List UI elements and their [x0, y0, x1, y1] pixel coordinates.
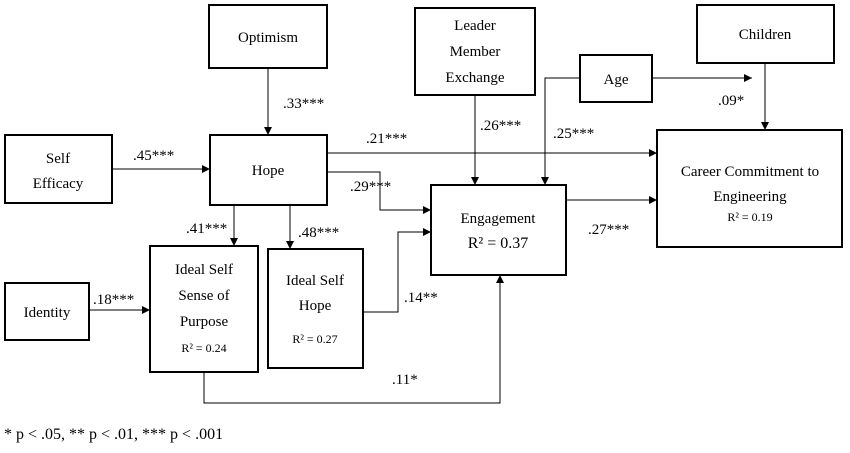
node-hope-label: Hope	[252, 163, 285, 179]
coef-identity-idealpurpose: .18***	[93, 292, 134, 308]
edge-idealhope-engagement	[363, 228, 431, 313]
node-idealpurpose-line-2: Sense of	[178, 288, 229, 304]
node-career-line-2: Engineering	[713, 189, 787, 205]
coef-age-engagement: .25***	[553, 126, 594, 142]
node-idealhope-line-1: Ideal Self	[286, 273, 344, 289]
node-idealpurpose-line-1: Ideal Self	[175, 262, 233, 278]
node-idealhope-line-2: Hope	[299, 298, 332, 314]
node-hope: Hope	[209, 134, 328, 206]
node-selfefficacy-line-1: Self	[46, 151, 70, 167]
coef-engagement-career: .27***	[588, 222, 629, 238]
significance-footnote: * p < .05, ** p < .01, *** p < .001	[4, 426, 224, 443]
node-lmx-line-1: Leader	[454, 18, 496, 34]
node-career-commitment: Career Commitment to Engineering R² = 0.…	[656, 129, 843, 248]
node-idealpurpose-line-3: Purpose	[180, 314, 229, 330]
coef-hope-idealpurpose: .41***	[186, 221, 227, 237]
node-age-label: Age	[604, 72, 629, 88]
node-optimism: Optimism	[208, 4, 328, 69]
coef-hope-career: .21***	[366, 131, 407, 147]
node-selfefficacy-line-2: Efficacy	[33, 176, 84, 192]
edges	[89, 63, 769, 404]
coef-optimism-hope: .33***	[283, 96, 324, 112]
coef-idealhope-engagement: .14**	[404, 290, 438, 306]
node-children: Children	[696, 4, 835, 64]
node-lmx-line-2: Member	[450, 44, 501, 60]
node-self-efficacy: Self Efficacy	[4, 134, 113, 204]
edge-age-engagement	[541, 77, 580, 185]
node-identity-label: Identity	[24, 305, 71, 321]
coef-idealpurpose-engagement: .11*	[392, 372, 418, 388]
node-idealhope-r2: R² = 0.27	[292, 332, 337, 346]
node-children-label: Children	[739, 27, 792, 43]
node-career-r2: R² = 0.19	[727, 210, 772, 224]
node-engagement: Engagement R² = 0.37	[430, 184, 567, 276]
node-age: Age	[579, 54, 653, 103]
node-ideal-self-hope: Ideal Self Hope R² = 0.27	[267, 248, 364, 369]
node-engagement-label: Engagement	[461, 211, 537, 227]
coef-hope-engagement: .29***	[350, 179, 391, 195]
coef-selfefficacy-hope: .45***	[133, 148, 174, 164]
edge-hope-engagement	[327, 171, 431, 214]
node-lmx-line-3: Exchange	[445, 70, 504, 86]
node-ideal-self-purpose: Ideal Self Sense of Purpose R² = 0.24	[149, 245, 259, 373]
node-identity: Identity	[4, 282, 90, 341]
coef-lmx-engagement: .26***	[480, 118, 521, 134]
node-leader-member-exchange: Leader Member Exchange	[414, 7, 536, 96]
node-engagement-r2: R² = 0.37	[468, 235, 529, 252]
edge-idealpurpose-engagement	[203, 275, 504, 404]
node-optimism-label: Optimism	[238, 30, 298, 46]
path-coefficients: .33*** .45*** .21*** .29*** .26*** .25**…	[93, 93, 744, 388]
node-idealpurpose-r2: R² = 0.24	[181, 341, 226, 355]
node-career-line-1: Career Commitment to	[681, 164, 819, 180]
coef-children-career: .09*	[718, 93, 744, 109]
coef-hope-idealhope: .48***	[298, 225, 339, 241]
